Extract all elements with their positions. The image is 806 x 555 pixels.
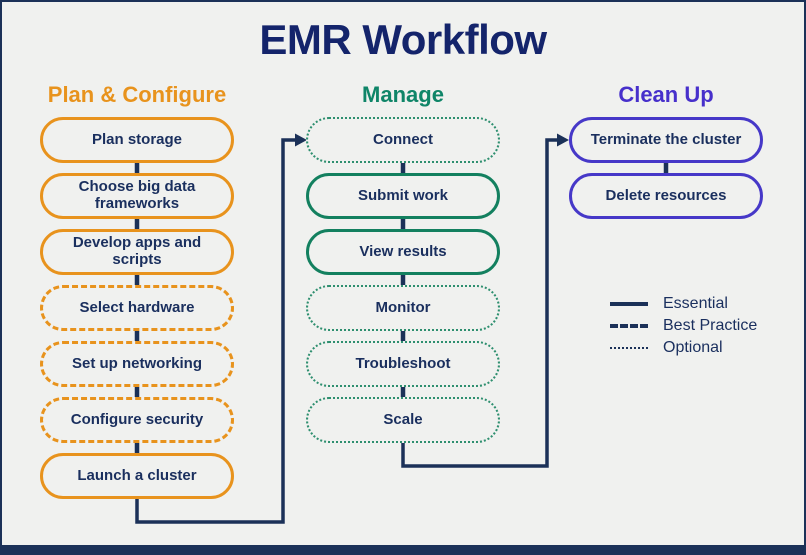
manage-to-cleanup-connector-line — [401, 138, 557, 468]
step-plan-storage: Plan storage — [40, 117, 234, 163]
step-choose-frameworks: Choose big data frameworks — [40, 173, 234, 219]
step-troubleshoot: Troubleshoot — [306, 341, 500, 387]
step-monitor: Monitor — [306, 285, 500, 331]
legend-item-essential: Essential — [610, 293, 757, 315]
step-launch-a-cluster: Launch a cluster — [40, 453, 234, 499]
dashed-line-icon — [610, 324, 648, 328]
step-select-hardware: Select hardware — [40, 285, 234, 331]
dotted-line-icon — [610, 347, 648, 349]
plan-to-manage-arrowhead-icon — [295, 133, 307, 147]
page-title: EMR Workflow — [259, 16, 547, 63]
column-heading-clean-up: Clean Up — [618, 82, 714, 107]
legend-label: Best Practice — [663, 317, 758, 334]
step-set-up-networking: Set up networking — [40, 341, 234, 387]
step-scale: Scale — [306, 397, 500, 443]
plan-to-manage-connector-line — [135, 138, 295, 524]
legend: Essential Best Practice Optional — [610, 293, 757, 359]
step-develop-apps-scripts: Develop apps and scripts — [40, 229, 234, 275]
step-submit-work: Submit work — [306, 173, 500, 219]
legend-label: Essential — [663, 295, 728, 312]
legend-label: Optional — [663, 339, 723, 356]
legend-item-optional: Optional — [610, 337, 757, 359]
column-heading-manage: Manage — [362, 82, 444, 107]
solid-line-icon — [610, 302, 648, 306]
step-terminate-the-cluster: Terminate the cluster — [569, 117, 763, 163]
step-delete-resources: Delete resources — [569, 173, 763, 219]
column-clean-up: Clean Up Terminate the cluster Delete re… — [569, 82, 763, 229]
legend-item-best-practice: Best Practice — [610, 315, 757, 337]
column-manage: Manage Connect Submit work View results … — [306, 82, 500, 453]
step-view-results: View results — [306, 229, 500, 275]
manage-to-cleanup-arrowhead-icon — [557, 133, 569, 147]
step-connect: Connect — [306, 117, 500, 163]
column-heading-plan-configure: Plan & Configure — [47, 82, 227, 107]
bottom-accent-bar — [2, 545, 804, 553]
step-configure-security: Configure security — [40, 397, 234, 443]
column-plan-configure: Plan & Configure Plan storage Choose big… — [40, 82, 234, 509]
